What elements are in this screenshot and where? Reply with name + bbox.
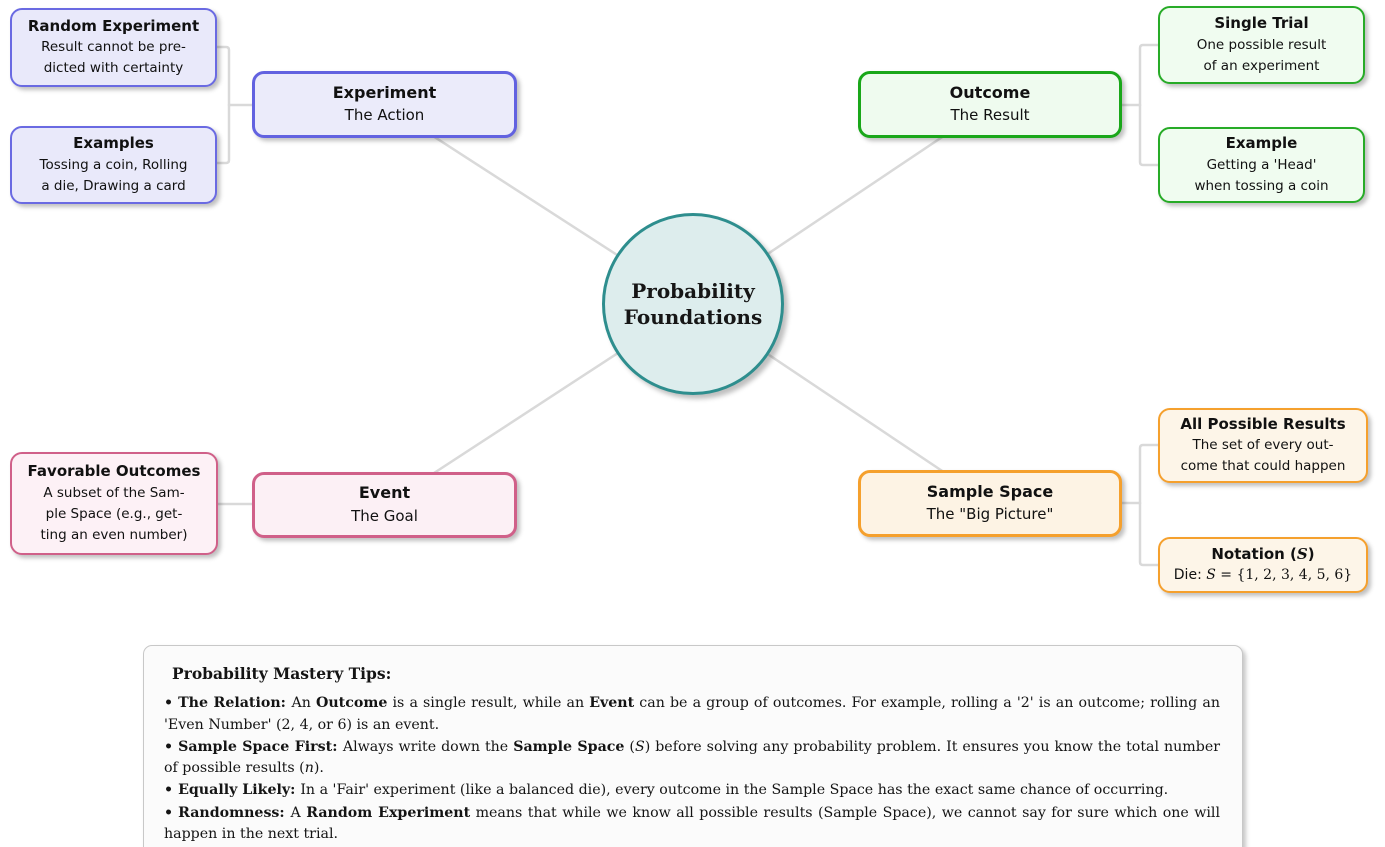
center-label-line1: Probability bbox=[631, 279, 755, 303]
node-example-title: Example bbox=[1225, 134, 1298, 153]
connector-sample-space-children-bracket bbox=[1138, 443, 1162, 567]
node-favorable-outcomes: Favorable Outcomes A subset of the Sam- … bbox=[10, 452, 218, 555]
node-single-trial-title: Single Trial bbox=[1214, 14, 1309, 33]
node-all-possible-results-title: All Possible Results bbox=[1180, 414, 1346, 433]
tip-sample-space-first: •Sample Space First: Always write down t… bbox=[164, 737, 1220, 780]
node-examples-body: Tossing a coin, Rolling a die, Drawing a… bbox=[39, 156, 188, 194]
tip-randomness: •Randomness: A Random Experiment means t… bbox=[164, 803, 1220, 846]
node-random-experiment-body: Result cannot be pre- dicted with certai… bbox=[41, 39, 186, 77]
tip-the-relation-text: The Relation: An Outcome is a single res… bbox=[164, 695, 1220, 733]
node-outcome: Outcome The Result bbox=[858, 71, 1122, 138]
node-examples: Examples Tossing a coin, Rolling a die, … bbox=[10, 126, 217, 204]
node-all-possible-results-body: The set of every out- come that could ha… bbox=[1180, 437, 1346, 475]
node-event: Event The Goal bbox=[252, 472, 517, 538]
node-notation-body: Die: S = {1, 2, 3, 4, 5, 6} bbox=[1173, 566, 1353, 583]
tip-equally-likely: •Equally Likely: In a 'Fair' experiment … bbox=[164, 780, 1220, 801]
node-example-body: Getting a 'Head' when tossing a coin bbox=[1194, 156, 1329, 194]
center-node-probability-foundations: Probability Foundations bbox=[602, 213, 784, 395]
tip-sample-space-first-text: Sample Space First: Always write down th… bbox=[164, 738, 1221, 777]
node-event-subtitle: The Goal bbox=[351, 506, 418, 525]
tips-panel: Probability Mastery Tips: •The Relation:… bbox=[143, 645, 1243, 847]
node-random-experiment-title: Random Experiment bbox=[27, 16, 200, 35]
connector-experiment-children-bracket bbox=[213, 45, 231, 165]
node-single-trial-body: One possible result of an experiment bbox=[1196, 36, 1327, 74]
node-sample-space: Sample Space The "Big Picture" bbox=[858, 470, 1122, 537]
node-notation: Notation (S) Die: S = {1, 2, 3, 4, 5, 6} bbox=[1158, 537, 1368, 593]
bullet-icon: • bbox=[164, 782, 174, 799]
node-examples-title: Examples bbox=[73, 134, 154, 153]
node-sample-space-subtitle: The "Big Picture" bbox=[926, 505, 1054, 524]
node-single-trial: Single Trial One possible result of an e… bbox=[1158, 6, 1365, 84]
tip-the-relation: •The Relation: An Outcome is a single re… bbox=[164, 693, 1220, 736]
node-favorable-outcomes-body: A subset of the Sam- ple Space (e.g., ge… bbox=[40, 484, 188, 543]
center-label-line2: Foundations bbox=[623, 305, 763, 329]
node-experiment: Experiment The Action bbox=[252, 71, 517, 138]
node-experiment-title: Experiment bbox=[332, 82, 437, 102]
connector-outcome-children-bracket bbox=[1138, 43, 1162, 167]
tip-randomness-text: Randomness: A Random Experiment means th… bbox=[164, 804, 1220, 843]
tips-title: Probability Mastery Tips: bbox=[172, 664, 392, 683]
node-notation-title: Notation (S) bbox=[1211, 544, 1315, 563]
node-favorable-outcomes-title: Favorable Outcomes bbox=[27, 462, 201, 481]
node-example: Example Getting a 'Head' when tossing a … bbox=[1158, 127, 1365, 203]
node-outcome-subtitle: The Result bbox=[950, 106, 1030, 125]
node-experiment-subtitle: The Action bbox=[344, 106, 425, 125]
bullet-icon: • bbox=[164, 695, 174, 712]
node-outcome-title: Outcome bbox=[949, 82, 1031, 102]
bullet-icon: • bbox=[164, 804, 174, 821]
tip-equally-likely-text: Equally Likely: In a 'Fair' experiment (… bbox=[178, 782, 1169, 799]
node-all-possible-results: All Possible Results The set of every ou… bbox=[1158, 408, 1368, 483]
node-event-title: Event bbox=[358, 483, 411, 503]
node-sample-space-title: Sample Space bbox=[926, 481, 1054, 501]
node-random-experiment: Random Experiment Result cannot be pre- … bbox=[10, 8, 217, 87]
bullet-icon: • bbox=[164, 738, 174, 755]
